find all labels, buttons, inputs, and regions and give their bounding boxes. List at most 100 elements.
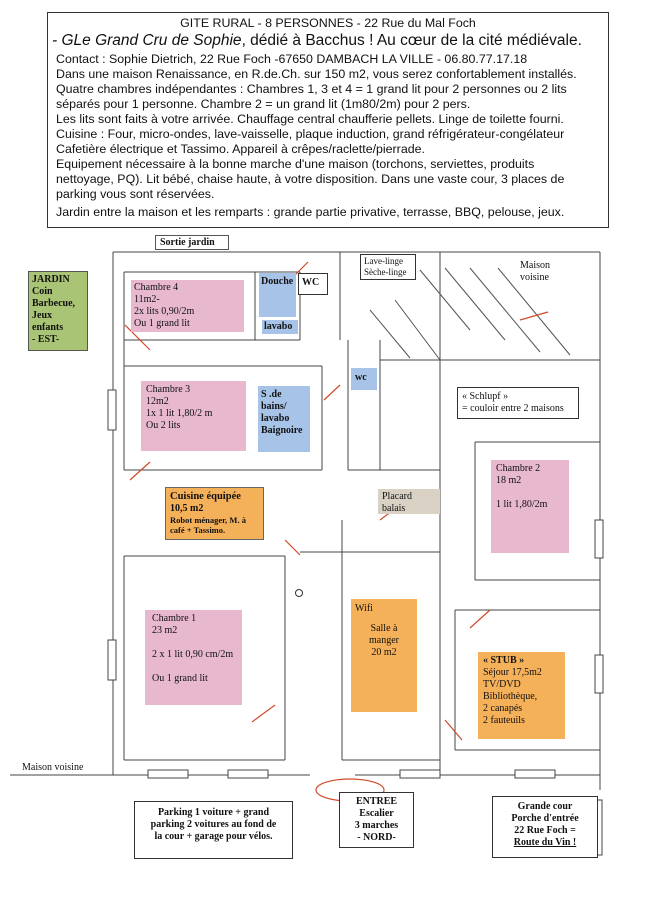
header-tagline: - GLe Grand Cru de Sophie, dédié à Bacch… (52, 32, 582, 49)
entree-box: ENTREE Escalier 3 marches - NORD- (339, 792, 414, 848)
lave-linge-box: Lave-linge Sèche-linge (360, 254, 416, 280)
placard-line: Placard (382, 491, 412, 502)
stub-line: TV/DVD (483, 679, 521, 690)
grande-cour-line: Porche d'entrée (511, 813, 579, 824)
header-line: séparés pour 1 personne. Chambre 2 = un … (56, 97, 471, 111)
chambre-4-line: Ou 1 grand lit (134, 318, 190, 329)
chambre-1-line (152, 661, 235, 673)
chambre-2-line (496, 487, 564, 499)
cuisine-line: 10,5 m2 (170, 503, 204, 514)
cuisine: Cuisine équipée 10,5 m2 Robot ménager, M… (165, 487, 264, 540)
maison-voisine-line: Maison (520, 260, 550, 271)
cuisine-line: Cuisine équipée (170, 491, 241, 502)
spacer (355, 615, 413, 623)
header-title: GITE RURAL - 8 PERSONNES - 22 Rue du Mal… (180, 16, 476, 30)
salle-a-manger: Wifi Salle à manger 20 m2 (351, 599, 417, 712)
stub-line: 2 fauteuils (483, 715, 525, 726)
header-line: Contact : Sophie Dietrich, 22 Rue Foch -… (56, 52, 528, 66)
sdb-line: S .de (261, 389, 282, 400)
header-line: parking vous sont réservées. (56, 187, 215, 201)
header-line: Equipement nécessaire à la bonne marche … (56, 157, 535, 171)
schlupf-line: = couloir entre 2 maisons (462, 403, 564, 414)
schlupf-label: « Schlupf » = couloir entre 2 maisons (457, 387, 579, 419)
maison-voisine-line: voisine (520, 272, 549, 283)
sdb-line: Baignoire (261, 425, 303, 436)
chambre-2-line: 1 lit 1,80/2m (496, 499, 548, 510)
entree-line: Escalier (359, 808, 394, 819)
chambre-1-line (152, 637, 235, 649)
parking-box: Parking 1 voiture + grand parking 2 voit… (134, 801, 293, 859)
chambre-1-line: Chambre 1 (152, 613, 197, 624)
chambre-3-line: Chambre 3 (146, 384, 191, 395)
jardin-line: - EST- (32, 334, 60, 345)
lavabo-label: lavabo (262, 320, 298, 334)
salle-line: Wifi (355, 603, 373, 614)
tagline-rest: , dédié à Bacchus ! Au cœur de la cité m… (241, 32, 582, 49)
grande-cour-line: Grande cour (517, 801, 573, 812)
sortie-jardin-label: Sortie jardin (155, 235, 229, 250)
stub-sejour: « STUB » Séjour 17,5m2 TV/DVD Bibliothèq… (478, 652, 565, 739)
chambre-1-line: 2 x 1 lit 0,90 cm/2m (152, 649, 234, 660)
entree-line: 3 marches (354, 820, 399, 831)
chambre-3-line: 1x 1 lit 1,80/2 m (146, 408, 213, 419)
cuisine-line: café + Tassimo. (170, 525, 226, 535)
douche-room: Douche (259, 273, 296, 317)
maison-voisine-top: Maison voisine (520, 260, 550, 284)
grande-cour-line: Route du Vin ! (513, 837, 577, 848)
chambre-4-line: Chambre 4 (134, 282, 179, 293)
wc-room-2: wc (351, 368, 377, 390)
parking-line: parking 2 voitures au fond de (150, 819, 277, 830)
lave-linge-line: Sèche-linge (364, 267, 407, 277)
jardin-line: JARDIN (32, 274, 70, 285)
tagline-italic: - GLe Grand Cru de Sophie (52, 32, 242, 49)
entree-line: ENTREE (355, 796, 398, 807)
chambre-4-line: 2x lits 0,90/2m (134, 306, 195, 317)
header-line: Dans une maison Renaissance, en R.de.Ch.… (56, 67, 577, 81)
jardin-line: enfants (32, 322, 64, 333)
jardin-zone: JARDIN Coin Barbecue, Jeux enfants - EST… (28, 271, 88, 351)
placard-line: balais (382, 503, 406, 514)
salle-line: 20 m2 (371, 647, 397, 658)
salle-line: Salle à (370, 623, 398, 634)
jardin-line: Jeux (32, 310, 52, 321)
lave-linge-line: Lave-linge (364, 256, 403, 266)
parking-line: la cour + garage pour vélos. (154, 831, 273, 842)
grande-cour-line: 22 Rue Foch = (514, 825, 576, 836)
stub-line: 2 canapés (483, 703, 523, 714)
salle-de-bains: S .de bains/ lavabo Baignoire (258, 386, 310, 452)
schlupf-line: « Schlupf » (462, 391, 509, 402)
salle-line: manger (369, 635, 399, 646)
sdb-line: bains/ (261, 401, 287, 412)
chambre-1-line: 23 m2 (152, 625, 178, 636)
entree-line: - NORD- (357, 832, 396, 843)
chambre-3: Chambre 3 12m2 1x 1 lit 1,80/2 m Ou 2 li… (141, 381, 246, 451)
cuisine-line: Robot ménager, M. à (170, 515, 246, 525)
chambre-1-line: Ou 1 grand lit (152, 673, 208, 684)
header-line: Quatre chambres indépendantes : Chambres… (56, 82, 567, 96)
stub-line: Bibliothèque, (483, 691, 538, 702)
header-line: Jardin entre la maison et les remparts :… (56, 205, 565, 219)
chambre-2-line: 18 m2 (496, 475, 522, 486)
chambre-3-line: 12m2 (146, 396, 169, 407)
chambre-2-line: Chambre 2 (496, 463, 541, 474)
chambre-3-line: Ou 2 lits (146, 420, 181, 431)
chambre-1: Chambre 1 23 m2 2 x 1 lit 0,90 cm/2m Ou … (145, 610, 242, 705)
jardin-line: Barbecue, (32, 298, 76, 309)
wc-room-1: WC (298, 273, 328, 295)
sdb-line: lavabo (261, 413, 290, 424)
chambre-2: Chambre 2 18 m2 1 lit 1,80/2m (491, 460, 569, 553)
stub-line: « STUB » (483, 655, 525, 666)
grande-cour-box: Grande cour Porche d'entrée 22 Rue Foch … (492, 796, 598, 858)
stub-line: Séjour 17,5m2 (483, 667, 542, 678)
header-line: Les lits sont faits à votre arrivée. Cha… (56, 112, 564, 126)
header-line: Cuisine : Four, micro-ondes, lave-vaisse… (56, 127, 565, 141)
header-line: Cafetière électrique et Tassimo. Apparei… (56, 142, 425, 156)
header-box: GITE RURAL - 8 PERSONNES - 22 Rue du Mal… (47, 12, 609, 228)
maison-voisine-left: Maison voisine (22, 762, 84, 773)
jardin-line: Coin (32, 286, 53, 297)
parking-line: Parking 1 voiture + grand (157, 807, 270, 818)
placard-balais: Placard balais (378, 489, 440, 514)
header-line: nettoyage, PQ). Lit bébé, chaise haute, … (56, 172, 565, 186)
chambre-4-line: 11m2- (134, 294, 160, 305)
